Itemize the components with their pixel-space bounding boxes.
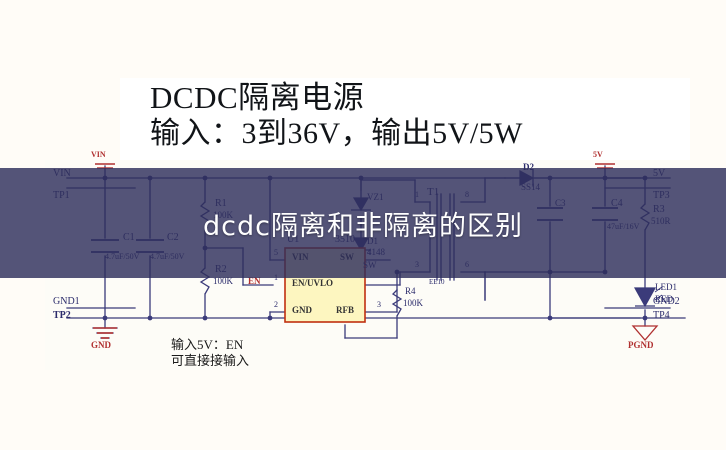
- annotation-line-2: 可直接接输入: [171, 353, 250, 368]
- t1-pin-6: 6: [465, 260, 469, 269]
- five-v-net-label: 5V: [653, 168, 666, 179]
- c4-ref: C4: [611, 198, 623, 209]
- c2-ref: C2: [167, 232, 179, 243]
- c1-value: 4.7uF/50V: [105, 252, 140, 261]
- vin-port-label: VIN: [91, 150, 106, 159]
- c3-ref: C3: [555, 198, 566, 208]
- ic-pin-3-num: 3: [377, 300, 381, 309]
- tp3-label: TP3: [653, 190, 670, 201]
- tp1-label: TP1: [53, 190, 70, 201]
- gnd1-label: GND1: [53, 296, 80, 307]
- c4-value: 47uF/16V: [607, 222, 640, 231]
- t1-pin-1: 1: [415, 190, 419, 199]
- pgnd-symbol-label: PGND: [628, 340, 654, 350]
- en-net-label: EN: [248, 276, 261, 286]
- ic-ref: U1: [287, 234, 300, 245]
- gnd-symbol-label: GND: [91, 340, 111, 350]
- r4-body: [391, 289, 403, 317]
- pgnd-symbol-shape: [631, 325, 659, 341]
- d2-ref: D2: [523, 162, 534, 172]
- ic-pin-1-num: 1: [274, 273, 278, 282]
- r4-value: 100K: [403, 298, 423, 308]
- t1-core: EE10: [429, 278, 445, 286]
- tp2-label: TP2: [53, 310, 71, 321]
- ic-part: 3510: [335, 234, 355, 245]
- title-block: DCDC隔离电源 输入：3到36V，输出5V/5W: [150, 80, 620, 160]
- vz1-ref: VZ1: [367, 192, 384, 202]
- ic-pin-2-num: 2: [274, 300, 278, 309]
- c2-value: 4.7uF/50V: [150, 252, 185, 261]
- ic-pin-en-uvlo: EN/UVLO: [292, 278, 334, 288]
- d1-value: 4148: [367, 247, 385, 257]
- sw-net-label: SW: [363, 260, 377, 270]
- vin-net-label: VIN: [53, 168, 71, 179]
- ic-pin-sw: SW: [340, 252, 355, 262]
- led1-body: [633, 287, 657, 308]
- c1-ref: C1: [123, 232, 135, 243]
- schematic-diagram: VIN VIN TP1 GND1 TP2 GND C1 4.7uF/50V C2…: [45, 150, 690, 370]
- ic-pin-gnd: GND: [292, 305, 312, 315]
- r1-ref: R1: [215, 198, 227, 209]
- title-line-1: DCDC隔离电源: [150, 80, 365, 115]
- led1-value: RED: [655, 294, 673, 304]
- annotation-line-1: 输入5V：EN: [171, 337, 244, 352]
- tp4-label: TP4: [653, 310, 670, 321]
- r2-value: 100K: [213, 276, 233, 286]
- led1-ref: LED1: [655, 282, 677, 292]
- gnd2-label: GND2: [653, 296, 680, 307]
- ic-pin-vin: VIN: [292, 252, 309, 262]
- r4-ref: R4: [405, 286, 416, 296]
- r3-ref: R3: [653, 204, 665, 215]
- title-line-2: 输入：3到36V，输出5V/5W: [150, 117, 523, 150]
- r2-ref: R2: [215, 264, 227, 275]
- r3-value: 510R: [651, 216, 671, 226]
- t1-ref: T1: [427, 186, 440, 198]
- five-v-port-label: 5V: [593, 150, 603, 159]
- t1-pin-8: 8: [465, 190, 469, 199]
- ic-pin-rfb: RFB: [336, 305, 354, 315]
- d2-value: SS14: [521, 182, 541, 192]
- d1-ref: D1: [367, 236, 378, 246]
- ic-pin-5-num: 5: [274, 248, 278, 257]
- t1-pin-3: 3: [415, 260, 419, 269]
- r1-value: 100K: [213, 210, 233, 220]
